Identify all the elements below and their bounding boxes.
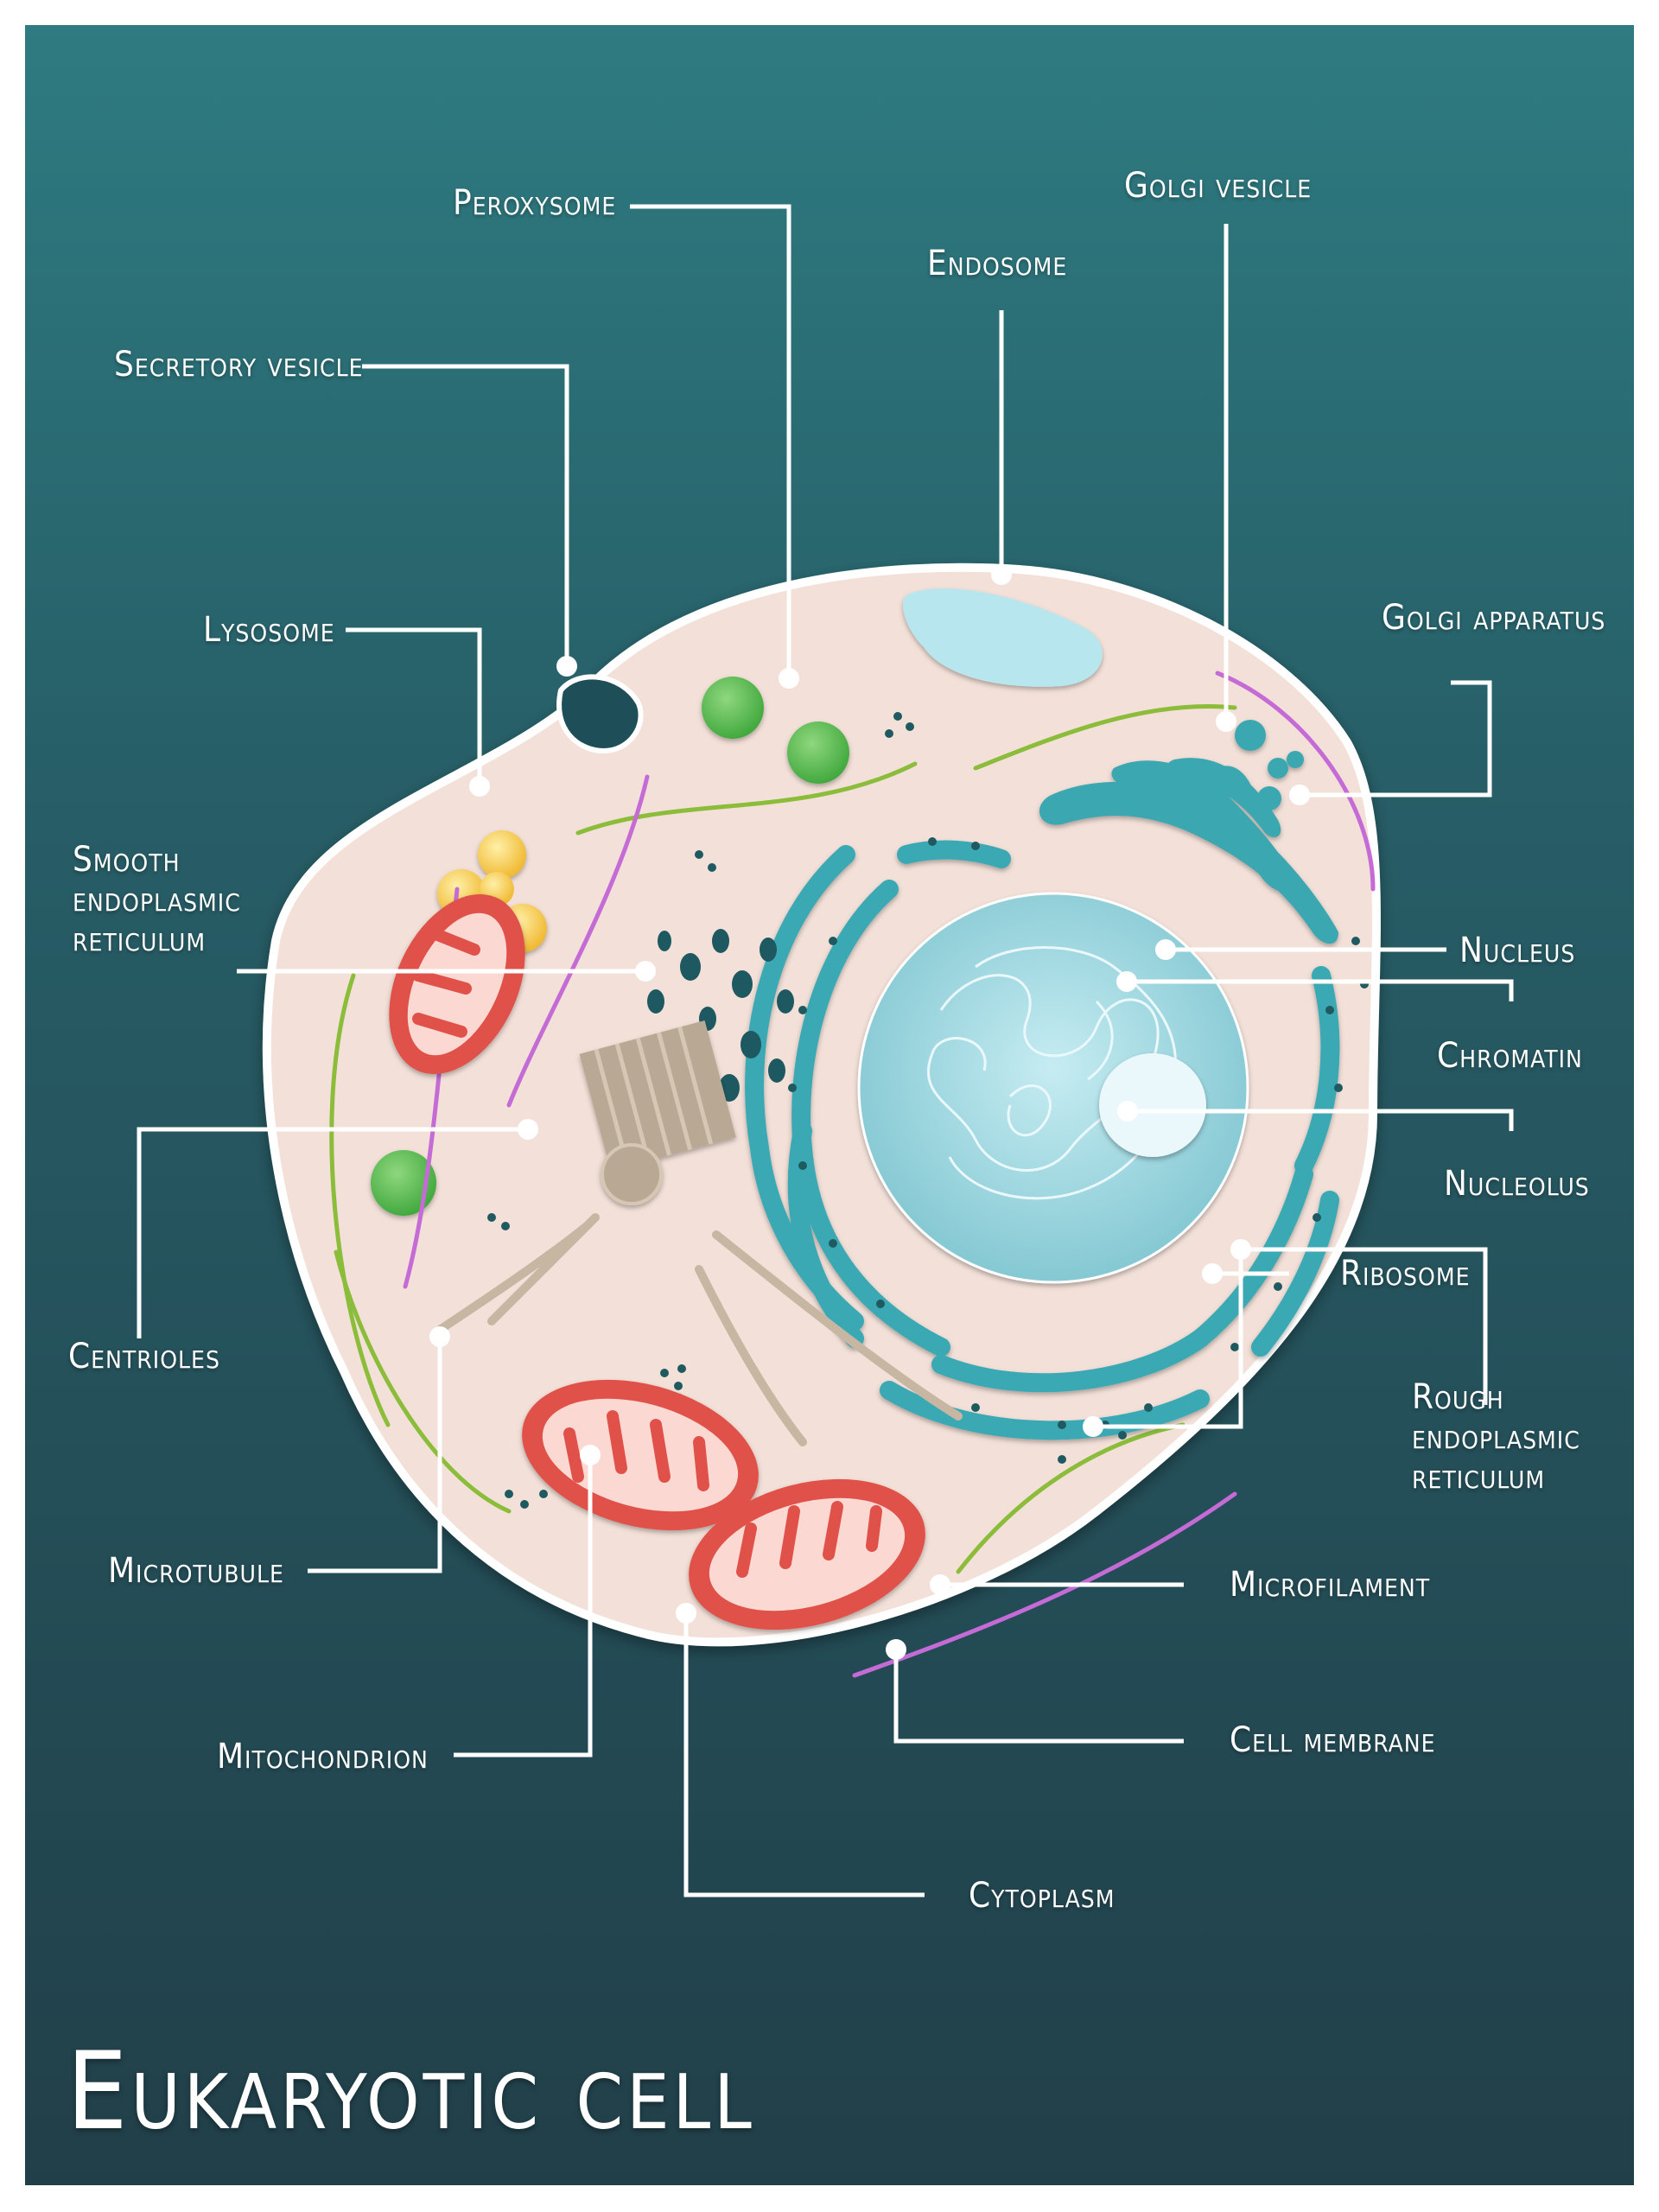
label-microtubule: Microtubule bbox=[108, 1551, 284, 1591]
label-peroxysome: Peroxysome bbox=[453, 183, 617, 223]
label-rough-er: Rough endoplasmic reticulum bbox=[1412, 1377, 1580, 1497]
lysosome-shape bbox=[478, 830, 526, 879]
centriole-fibers bbox=[435, 1213, 963, 1446]
label-cytoplasm: Cytoplasm bbox=[969, 1876, 1116, 1916]
leader-lines bbox=[137, 204, 1514, 1897]
free-ribosomes bbox=[487, 712, 1369, 1509]
label-mitochondrion: Mitochondrion bbox=[217, 1737, 429, 1777]
mitochondrion-cristae bbox=[412, 926, 882, 1578]
microtubule-lines bbox=[329, 703, 1237, 1574]
nucleus-shape bbox=[857, 892, 1249, 1284]
eukaryotic-cell-illustration bbox=[137, 204, 1514, 1897]
rough-er-shape bbox=[745, 840, 1340, 1440]
label-golgi-apparatus: Golgi apparatus bbox=[1382, 598, 1606, 638]
centriole-shape bbox=[579, 1020, 736, 1205]
label-cell-membrane: Cell membrane bbox=[1230, 1720, 1436, 1760]
nucleolus-shape bbox=[1099, 1053, 1206, 1157]
label-microfilament: Microfilament bbox=[1230, 1565, 1431, 1605]
label-smooth-er: Smooth endoplasmic reticulum bbox=[73, 840, 241, 959]
label-secretory-vesicle: Secretory vesicle bbox=[114, 345, 364, 385]
peroxysome-shape bbox=[702, 677, 764, 739]
endosome-shape bbox=[903, 588, 1103, 687]
golgi-apparatus-shape bbox=[1039, 720, 1338, 944]
peroxysome-shape bbox=[371, 1150, 436, 1216]
label-centrioles: Centrioles bbox=[68, 1337, 220, 1376]
label-nucleolus: Nucleolus bbox=[1444, 1164, 1590, 1204]
peroxysome-shape bbox=[787, 721, 849, 784]
rough-er-ribosomes bbox=[788, 837, 1343, 1429]
label-endosome: Endosome bbox=[927, 244, 1068, 283]
diagram-title: Eukaryotic cell bbox=[67, 2030, 755, 2154]
label-ribosome: Ribosome bbox=[1340, 1254, 1471, 1294]
label-lysosome: Lysosome bbox=[203, 610, 335, 650]
label-golgi-vesicle: Golgi vesicle bbox=[1124, 166, 1313, 206]
leader-endpoints bbox=[429, 564, 1310, 1660]
secretory-vesicle-shape bbox=[556, 674, 644, 754]
diagram-panel: Peroxysome Golgi vesicle Endosome Secret… bbox=[25, 25, 1634, 2185]
label-nucleus: Nucleus bbox=[1459, 931, 1576, 970]
label-chromatin: Chromatin bbox=[1437, 1036, 1583, 1076]
